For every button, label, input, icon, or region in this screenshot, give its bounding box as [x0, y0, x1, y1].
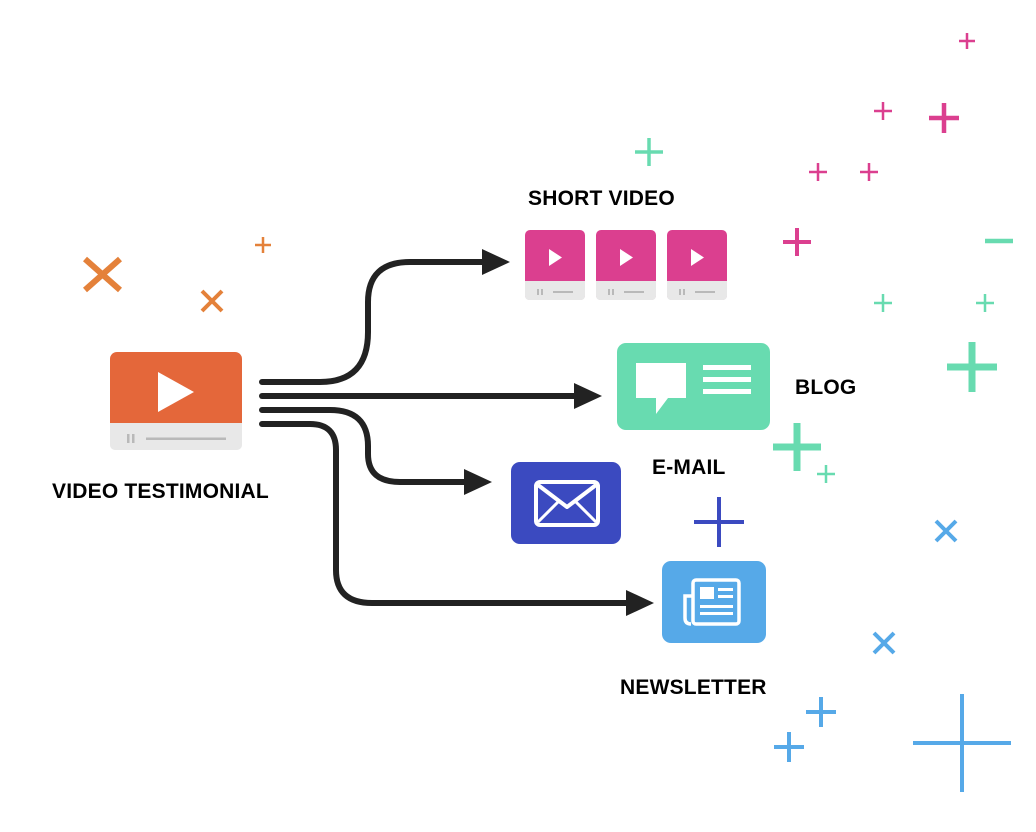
- decor-plus-blue-1: [806, 697, 836, 727]
- connectors: [259, 249, 654, 616]
- decor-x-orange-large: [83, 256, 122, 293]
- video-player-icon: [110, 352, 242, 450]
- decor-plus-teal-3: [976, 294, 994, 312]
- decor-plus-pink-2: [874, 102, 892, 120]
- short-video-icon: [525, 230, 727, 300]
- source-label: VIDEO TESTIMONIAL: [52, 480, 269, 503]
- arrowhead-short-video: [482, 249, 510, 275]
- target-label-blog: BLOG: [795, 376, 857, 399]
- decor-plus-teal-6: [817, 465, 835, 483]
- decor-plus-teal-1: [635, 138, 663, 166]
- decor-x-blue-1: [934, 519, 958, 543]
- short-video-card-2: [596, 230, 656, 300]
- arrowhead-email: [464, 469, 492, 495]
- envelope-icon: [511, 462, 621, 544]
- arrowhead-newsletter: [626, 590, 654, 616]
- decor-plus-teal-5: [773, 423, 821, 471]
- decor-plus-navy: [694, 497, 744, 547]
- decor-x-orange-small: [200, 289, 224, 313]
- short-video-card-3: [667, 230, 727, 300]
- connector-newsletter: [259, 421, 633, 606]
- target-label-newsletter: NEWSLETTER: [620, 676, 767, 699]
- decorations: [83, 33, 1013, 792]
- decor-plus-blue-2: [774, 732, 804, 762]
- decor-plus-pink-6: [783, 228, 811, 256]
- decor-plus-pink-3: [929, 103, 959, 133]
- newspaper-icon: [662, 561, 766, 643]
- decor-plus-pink-4: [809, 163, 827, 181]
- decor-plus-blue-3: [913, 694, 1011, 792]
- target-label-short-video: SHORT VIDEO: [528, 187, 675, 210]
- decor-x-blue-2: [872, 631, 896, 655]
- decor-plus-teal-2: [874, 294, 892, 312]
- blog-chat-icon: [617, 343, 770, 430]
- decor-plus-orange: [255, 237, 271, 253]
- target-label-email: E-MAIL: [652, 456, 726, 479]
- connector-email: [259, 407, 471, 485]
- short-video-card-1: [525, 230, 585, 300]
- arrowhead-blog: [574, 383, 602, 409]
- decor-plus-teal-4: [947, 342, 997, 392]
- connector-short-video: [259, 259, 489, 385]
- decor-plus-pink-5: [860, 163, 878, 181]
- decor-plus-pink-1: [959, 33, 975, 49]
